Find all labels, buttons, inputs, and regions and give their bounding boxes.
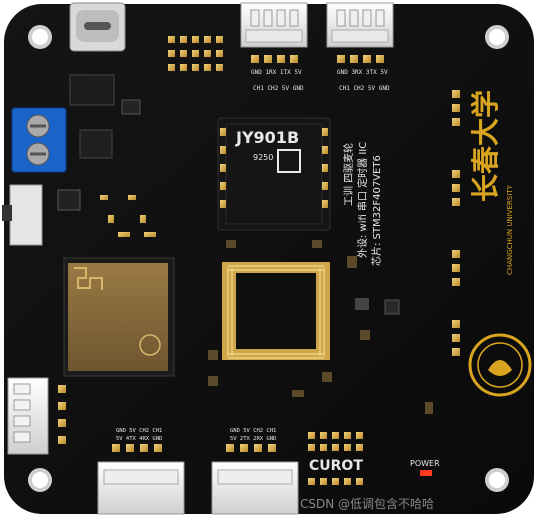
header-bottom-mid-labels-b: 5V 2TX 2RX GND [230, 436, 276, 442]
smd-caps [208, 240, 433, 414]
header-top-right-labels-b: CH1 CH2 5V GND [339, 85, 390, 92]
usb-c-connector [69, 2, 126, 52]
mounting-holes [28, 25, 509, 492]
pins-left [58, 385, 66, 444]
board-info-3: 芯片: STM32F407VET6 [370, 155, 383, 266]
mcu-chip [222, 262, 330, 360]
university-seal [468, 333, 532, 397]
header-top-left-labels: GND 1RX 1TX 5V [251, 69, 302, 76]
board-info-2: 外设: wifi 串口 定时器 IIC [356, 142, 369, 258]
university-cn: 长春大学 [469, 90, 502, 202]
pins-bottom [112, 444, 276, 452]
ic-small [121, 99, 141, 115]
header-top-left-labels-b: CH1 CH2 5V GND [253, 85, 304, 92]
module-label: JY901B [235, 128, 299, 147]
connector-bottom-mid [211, 461, 299, 515]
university-en: CHANGCHUN UNIVERSITY [506, 184, 514, 275]
pcb-board [4, 4, 534, 514]
header-bottom-left-labels-b: 5V 4TX 4RX GND [116, 436, 162, 442]
slide-switch [2, 184, 43, 246]
header-bottom-left-labels: GND 5V CH2 CH1 [116, 428, 162, 434]
connector-left [7, 377, 49, 455]
connector-top-right [326, 2, 394, 48]
wifi-module [63, 257, 175, 377]
watermark: CSDN @低调包含不哈哈 [300, 496, 434, 511]
brand-label: CUROT [309, 458, 363, 474]
board-info-1: 工训 四驱麦轮 [342, 143, 355, 206]
power-led [420, 470, 432, 476]
power-label: POWER [410, 459, 440, 468]
header-bottom-mid-labels: GND 5V CH2 CH1 [230, 428, 276, 434]
imu-module [217, 117, 331, 231]
jumper-grid-bottom [308, 432, 363, 485]
pins-top [251, 55, 384, 63]
header-top-right-labels: GND 3RX 3TX 5V [337, 69, 388, 76]
ic-u1 [69, 74, 115, 106]
connector-top-left [240, 2, 308, 48]
pins-right [452, 90, 460, 356]
terminal-block [11, 107, 67, 173]
ic-regulator [57, 189, 81, 211]
resistor-pads [100, 195, 156, 237]
connector-bottom-left [97, 461, 185, 515]
jumper-grid-top [168, 36, 223, 71]
module-sub-label: 9250 [253, 153, 273, 162]
ic-u2 [79, 129, 113, 159]
